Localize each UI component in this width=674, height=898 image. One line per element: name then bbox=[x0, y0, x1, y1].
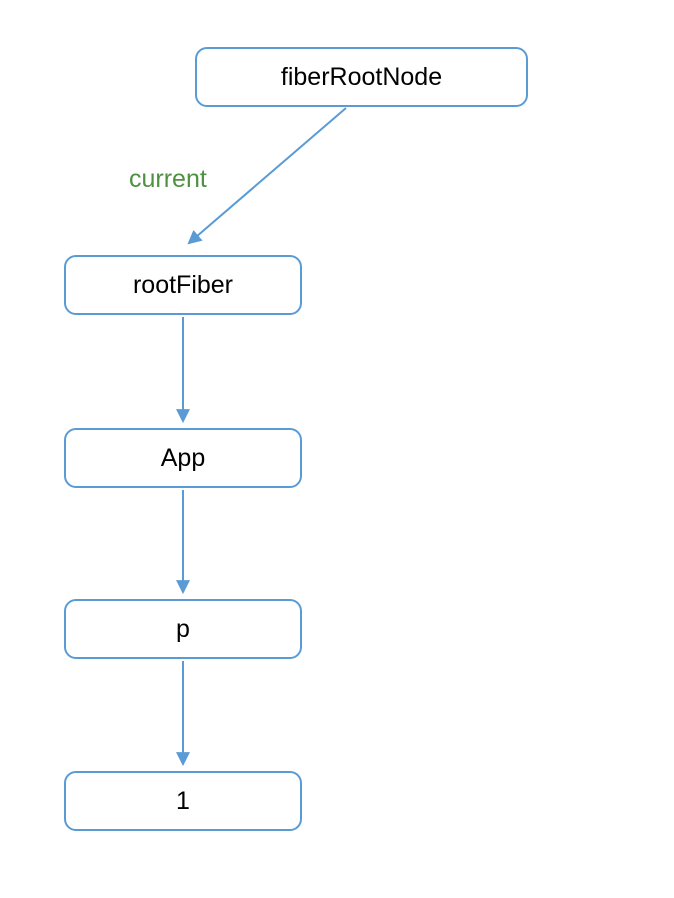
node-fiberrootnode-label: fiberRootNode bbox=[280, 62, 443, 91]
node-1: 1 bbox=[64, 771, 302, 831]
node-app-label: App bbox=[160, 443, 206, 472]
node-fiberrootnode: fiberRootNode bbox=[195, 47, 528, 107]
node-p: p bbox=[64, 599, 302, 659]
node-p-label: p bbox=[176, 614, 190, 643]
edge-label-current: current bbox=[129, 165, 207, 193]
node-1-label: 1 bbox=[176, 786, 190, 815]
node-rootfiber: rootFiber bbox=[64, 255, 302, 315]
node-app: App bbox=[64, 428, 302, 488]
node-rootfiber-label: rootFiber bbox=[132, 270, 234, 299]
edge-fiberrootnode-rootfiber bbox=[187, 107, 347, 245]
